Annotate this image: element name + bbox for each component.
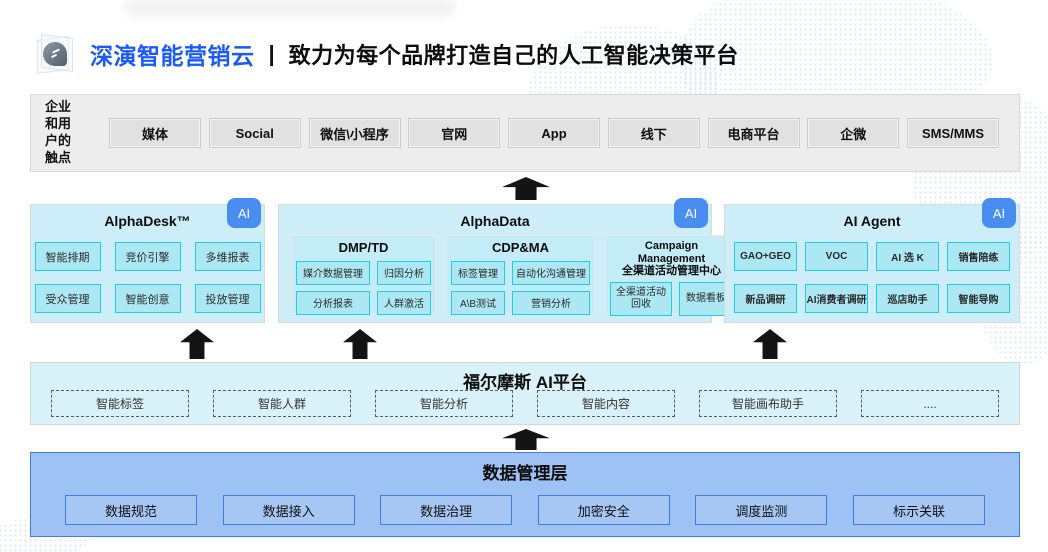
module-box: 全渠道活动回收 (610, 281, 672, 316)
data-management-band: 数据管理层 数据规范 数据接入 数据治理 加密安全 调度监测 标示关联 (30, 452, 1020, 537)
module-box: 新品调研 (734, 284, 797, 313)
panel-ai-agent-title: AI Agent (843, 213, 901, 229)
touchpoint-media: 媒体 (109, 118, 201, 148)
module-box: 智能创意 (114, 284, 181, 313)
data-box: 加密安全 (537, 495, 670, 525)
section-dmp-td: DMP/TD 媒介数据管理 归因分析 分析报表 人群激活 (291, 235, 436, 315)
up-arrow-icon (753, 329, 787, 359)
touchpoint-wecom: 企微 (807, 118, 900, 148)
touchpoint-sms-mms: SMS/MMS (907, 118, 999, 148)
touchpoint-app: App (508, 118, 600, 148)
module-box: 投放管理 (194, 284, 261, 313)
module-box: 巡店助手 (876, 284, 939, 313)
panel-alphadata: AI AlphaData DMP/TD 媒介数据管理 归因分析 分析报表 人群激… (278, 198, 738, 323)
ai-badge: AI (227, 198, 261, 228)
module-box: 竞价引擎 (114, 242, 181, 271)
up-arrow-icon (180, 329, 214, 359)
module-box: 媒介数据管理 (296, 260, 370, 285)
ai-badge: AI (674, 198, 708, 228)
module-box: A\B测试 (451, 290, 505, 315)
data-management-items: 数据规范 数据接入 数据治理 加密安全 调度监测 标示关联 (65, 495, 985, 525)
up-arrow-icon (502, 429, 550, 450)
data-box: 标示关联 (852, 495, 985, 525)
module-box: 营销分析 (512, 290, 590, 315)
brand-logo-icon (32, 29, 78, 79)
holmes-ai-platform-title: 福尔摩斯 AI平台 (463, 373, 587, 392)
header: 深演智能营销云 | 致力为每个品牌打造自己的人工智能决策平台 (32, 28, 739, 80)
holmes-capabilities: 智能标签 智能人群 智能分析 智能内容 智能画布助手 .... (51, 390, 999, 417)
module-box: 智能导购 (947, 284, 1010, 313)
panel-alphadesk-title: AlphaDesk™ (104, 213, 191, 229)
capability-box: 智能画布助手 (699, 390, 837, 417)
top-blur-decoration (125, 0, 455, 16)
data-box: 调度监测 (695, 495, 828, 525)
section-campaign-management: Campaign Management 全渠道活动管理中心 全渠道活动回收 数据… (605, 235, 738, 316)
module-box: 标签管理 (451, 260, 505, 285)
capability-box: 智能标签 (51, 390, 189, 417)
capability-box: 智能人群 (213, 390, 351, 417)
module-box: AI消费者调研 (805, 284, 868, 313)
ai-agent-items: GAO+GEO VOC AI 选 K 销售陪练 新品调研 AI消费者调研 巡店助… (725, 242, 1019, 313)
module-box: 分析报表 (296, 290, 370, 315)
ai-badge: AI (982, 198, 1016, 228)
data-box: 数据接入 (222, 495, 355, 525)
touchpoint-wechat-miniprogram: 微信\小程序 (308, 118, 401, 148)
data-box: 数据规范 (65, 495, 197, 525)
module-box: 自动化沟通管理 (512, 260, 590, 285)
capability-box: 智能内容 (537, 390, 675, 417)
touchpoint-social: Social (208, 118, 301, 148)
brand-name: 深演智能营销云 (90, 43, 255, 69)
module-box: 人群激活 (377, 290, 431, 315)
module-box: 归因分析 (377, 260, 431, 285)
module-box: VOC (805, 242, 868, 271)
module-box: AI 选 K (876, 242, 939, 271)
section-dmp-td-title: DMP/TD (338, 240, 389, 255)
holmes-ai-platform-band: 福尔摩斯 AI平台 智能标签 智能人群 智能分析 智能内容 智能画布助手 ...… (30, 362, 1020, 425)
module-box: 多维报表 (194, 242, 261, 271)
title-separator: | (268, 41, 275, 66)
data-box: 数据治理 (380, 495, 513, 525)
module-box: 销售陪练 (947, 242, 1010, 271)
section-cdp-ma-title: CDP&MA (491, 240, 550, 255)
page-title: 致力为每个品牌打造自己的人工智能决策平台 (288, 43, 739, 68)
touchpoint-ecommerce: 电商平台 (707, 118, 800, 148)
touchpoints-label: 企业 和用 户的 触点 (45, 99, 72, 165)
module-box: 受众管理 (34, 284, 101, 313)
up-arrow-icon (343, 329, 377, 359)
section-campaign-title: Campaign Management 全渠道活动管理中心 (622, 240, 721, 278)
data-management-title: 数据管理层 (482, 464, 568, 483)
touchpoints-bar: 企业 和用 户的 触点 媒体 Social 微信\小程序 官网 App 线下 电… (30, 94, 1020, 172)
module-box: GAO+GEO (734, 242, 797, 271)
capability-box: .... (861, 390, 999, 417)
touchpoint-official-site: 官网 (408, 118, 501, 148)
section-cdp-ma: CDP&MA 标签管理 自动化沟通管理 A\B测试 营销分析 (446, 235, 595, 315)
capability-box: 智能分析 (375, 390, 513, 417)
alphadesk-items: 智能排期 竞价引擎 多维报表 受众管理 智能创意 投放管理 (31, 242, 264, 313)
alphadata-sections: DMP/TD 媒介数据管理 归因分析 分析报表 人群激活 CDP&MA 标签管理… (291, 235, 738, 316)
panel-ai-agent: AI AI Agent GAO+GEO VOC AI 选 K 销售陪练 新品调研… (724, 198, 1020, 323)
touchpoints-list: 媒体 Social 微信\小程序 官网 App 线下 电商平台 企微 SMS/M… (97, 118, 1005, 148)
panel-alphadesk: AI AlphaDesk™ 智能排期 竞价引擎 多维报表 受众管理 智能创意 投… (30, 198, 265, 323)
panel-alphadata-title: AlphaData (460, 213, 530, 229)
touchpoint-offline: 线下 (607, 118, 700, 148)
module-box: 智能排期 (34, 242, 101, 271)
up-arrow-icon (502, 177, 550, 200)
